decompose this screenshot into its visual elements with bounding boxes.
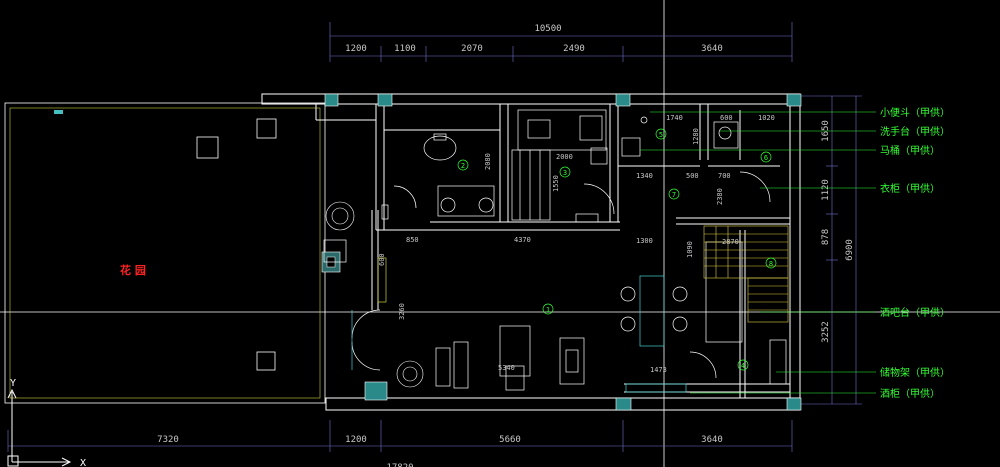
room-number-5: 5	[659, 131, 663, 139]
room-number-4: 4	[741, 362, 745, 370]
room-number-2: 2	[461, 162, 465, 170]
dim-right-total: 6900	[845, 239, 855, 261]
ucs-x-label: X	[80, 458, 86, 467]
dim-right-4: 3252	[821, 321, 831, 343]
staircase	[703, 225, 789, 323]
label-storage-rack: 储物架（甲供）	[880, 366, 950, 379]
dim-right-2: 1120	[821, 179, 831, 201]
ucs-y-label: Y	[10, 378, 16, 389]
idim-4: 1340	[636, 172, 653, 180]
dim-bottom-total: 17820	[386, 463, 413, 467]
garden-label: 花 园	[120, 263, 146, 277]
idim-15: 850	[406, 236, 419, 244]
idim-11: 2000	[556, 153, 573, 161]
idim-8: 2870	[722, 238, 739, 246]
label-toilet: 马桶（甲供）	[880, 144, 940, 157]
structural-columns	[321, 93, 802, 411]
room-number-1: 1	[546, 306, 550, 314]
dim-bottom-4: 3640	[701, 435, 723, 445]
room-number-7: 7	[672, 191, 676, 199]
dim-bottom-3: 5660	[499, 435, 521, 445]
idim-7: 1280	[692, 128, 700, 145]
room-number-3: 3	[563, 169, 567, 177]
dim-bottom-1: 7320	[157, 435, 179, 445]
idim-17: 1473	[650, 366, 667, 374]
label-urinal: 小便斗（甲供）	[880, 106, 950, 119]
label-washbasin: 洗手台（甲供）	[880, 125, 950, 138]
room-number-6: 6	[764, 154, 768, 162]
label-wardrobe: 衣柜（甲供）	[880, 182, 940, 195]
idim-16: 1090	[686, 241, 694, 258]
idim-6: 700	[718, 172, 731, 180]
dim-top-1: 1200	[345, 44, 367, 54]
idim-5: 500	[686, 172, 699, 180]
dim-top-2: 1100	[394, 44, 416, 54]
idim-9: 2080	[484, 153, 492, 170]
idim-12: 1300	[636, 237, 653, 245]
furniture-fixtures	[323, 109, 787, 393]
dim-top-5: 3640	[701, 44, 723, 54]
dim-top-total: 10500	[534, 24, 561, 34]
label-leader-lines	[640, 111, 876, 394]
idim-13: 2380	[716, 188, 724, 205]
dim-right-3: 878	[821, 229, 831, 245]
dim-top-4: 2490	[563, 44, 585, 54]
dim-top-3: 2070	[461, 44, 483, 54]
ucs-axis-icon	[7, 388, 72, 467]
label-bar-counter: 酒吧台（甲供）	[880, 306, 950, 319]
idim-2: 600	[720, 114, 733, 122]
room-number-8: 8	[769, 260, 773, 268]
top-dimension-chain	[329, 22, 793, 62]
idim-3: 1020	[758, 114, 775, 122]
bottom-dimension-chain	[7, 420, 793, 452]
idim-14: 4370	[514, 236, 531, 244]
idim-19: 5340	[498, 364, 515, 372]
dim-bottom-2: 1200	[345, 435, 367, 445]
idim-18: 3260	[398, 303, 406, 320]
idim-10: 1550	[552, 175, 560, 192]
idim-1: 1740	[666, 114, 683, 122]
label-wine-cabinet: 酒柜（甲供）	[880, 387, 940, 400]
right-dimension-chain	[800, 95, 862, 405]
exterior-walls	[261, 93, 801, 411]
plant-symbols	[325, 201, 424, 388]
idim-20: 600	[378, 253, 386, 266]
garden-area	[4, 102, 326, 404]
interior-dimension-text: 1740 600 1020 1340 500 700 1280 2870 208…	[378, 114, 775, 374]
door-swings	[351, 171, 771, 379]
room-number-markers: 1 2 3 4 5 6 7 8	[457, 128, 777, 371]
